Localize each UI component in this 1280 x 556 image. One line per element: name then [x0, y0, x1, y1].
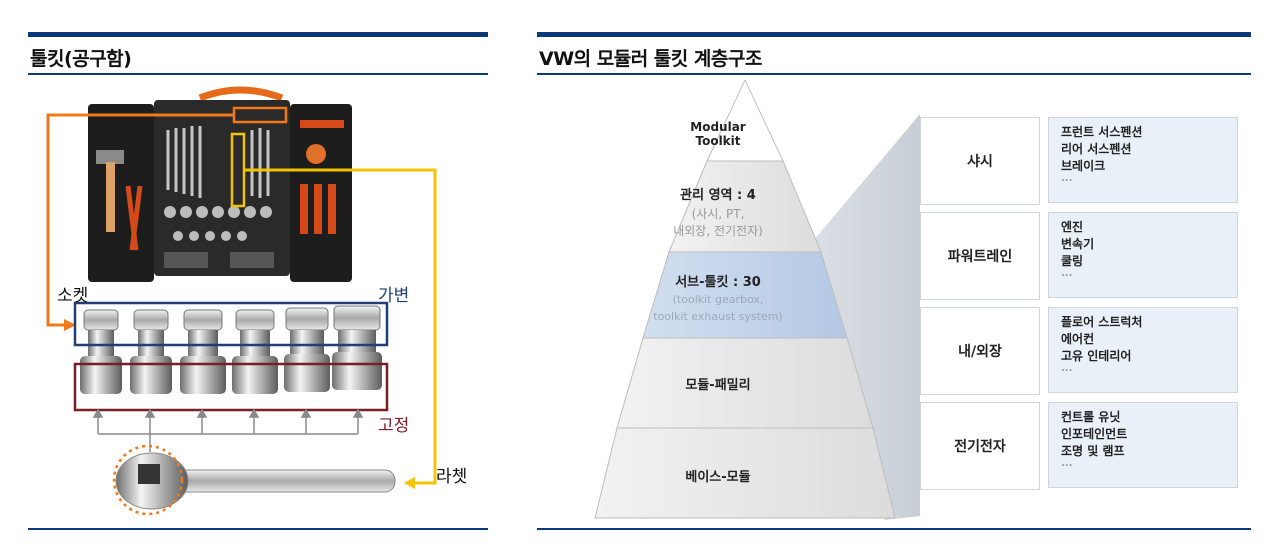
pyramid-level4-title: 베이스-모듈 [685, 470, 751, 485]
items-cell: 플로어 스트럭처 에어컨 고유 인테리어 ... [1048, 307, 1238, 393]
table-row: 내/외장 플로어 스트럭처 에어컨 고유 인테리어 ... [912, 303, 1244, 398]
left-panel-title: 툴킷(공구함) [30, 48, 132, 70]
left-top-rule [28, 32, 488, 37]
pyramid-level1-title: 관리 영역 : 4 [680, 188, 756, 203]
pyramid-level2-sub1: (toolkit gearbox, [672, 293, 764, 306]
item-text: 인포테인먼트 [1061, 427, 1128, 441]
item-text: ... [1061, 363, 1073, 374]
ratchet [112, 444, 396, 516]
pyramid-level2-sub2: toolkit exhaust system) [653, 310, 783, 323]
pyramid-top-label: Modular Toolkit [690, 120, 746, 148]
items-cell: 프런트 서스펜션 리어 서스펜션 브레이크 ... [1048, 117, 1238, 203]
pyramid-level3-title: 모듈-패밀리 [685, 378, 751, 393]
area-cell: 파워트레인 [920, 212, 1040, 300]
table-row: 파워트레인 엔진 변속기 쿨링 ... [912, 208, 1244, 303]
variable-label: 가변 [378, 286, 410, 306]
pyramid-level1-sub1: (사시, PT, [691, 207, 745, 221]
fixed-box [73, 362, 389, 412]
item-text: ... [1061, 173, 1073, 184]
item-text: 조명 및 램프 [1061, 444, 1125, 458]
variable-box [73, 301, 389, 347]
area-label: 내/외장 [958, 344, 1002, 360]
fixed-label: 고정 [378, 416, 410, 436]
item-text: 프런트 서스펜션 [1061, 125, 1143, 139]
item-text: 고유 인테리어 [1061, 349, 1132, 363]
toolkit-area-table: 샤시 프런트 서스펜션 리어 서스펜션 브레이크 ... 파워트레인 엔진 변속… [912, 113, 1244, 519]
right-panel-title: VW의 모듈러 툴킷 계층구조 [539, 48, 762, 70]
sockets-row [80, 305, 382, 394]
item-text: 리어 서스펜션 [1061, 142, 1132, 156]
area-cell: 내/외장 [920, 307, 1040, 395]
socket-label: 소켓 [57, 286, 89, 306]
left-title-rule [28, 73, 488, 75]
pyramid-level2-title: 서브-툴킷 : 30 [675, 275, 761, 290]
area-label: 파워트레인 [947, 249, 1013, 265]
table-row: 샤시 프런트 서스펜션 리어 서스펜션 브레이크 ... [912, 113, 1244, 208]
toolkit-illustration [46, 86, 437, 516]
item-text: ... [1061, 268, 1073, 279]
item-text: 쿨링 [1061, 254, 1084, 268]
left-bottom-rule [28, 528, 488, 530]
item-text: 변속기 [1061, 237, 1095, 251]
toolbox-case [88, 86, 352, 282]
items-cell: 컨트롤 유닛 인포테인먼트 조명 및 램프 ... [1048, 402, 1238, 488]
item-text: 플로어 스트럭처 [1061, 315, 1143, 329]
hierarchy-pyramid [594, 80, 896, 519]
pyramid-connector [792, 114, 920, 520]
item-text: ... [1061, 458, 1073, 469]
item-text: 엔진 [1061, 220, 1084, 234]
ratchet-label: 라쳇 [436, 467, 468, 487]
right-title-rule [537, 73, 1251, 75]
right-top-rule [537, 32, 1251, 37]
item-text: 브레이크 [1061, 159, 1106, 173]
area-cell: 전기전자 [920, 402, 1040, 490]
table-row: 전기전자 컨트롤 유닛 인포테인먼트 조명 및 램프 ... [912, 398, 1244, 493]
right-bottom-rule [537, 528, 1251, 530]
item-text: 에어컨 [1061, 332, 1095, 346]
item-text: 컨트롤 유닛 [1061, 410, 1121, 424]
area-label: 샤시 [967, 154, 993, 170]
pyramid-level1-sub2: 내외장, 전기전자) [673, 224, 763, 238]
area-cell: 샤시 [920, 117, 1040, 205]
items-cell: 엔진 변속기 쿨링 ... [1048, 212, 1238, 298]
area-label: 전기전자 [954, 439, 1006, 455]
